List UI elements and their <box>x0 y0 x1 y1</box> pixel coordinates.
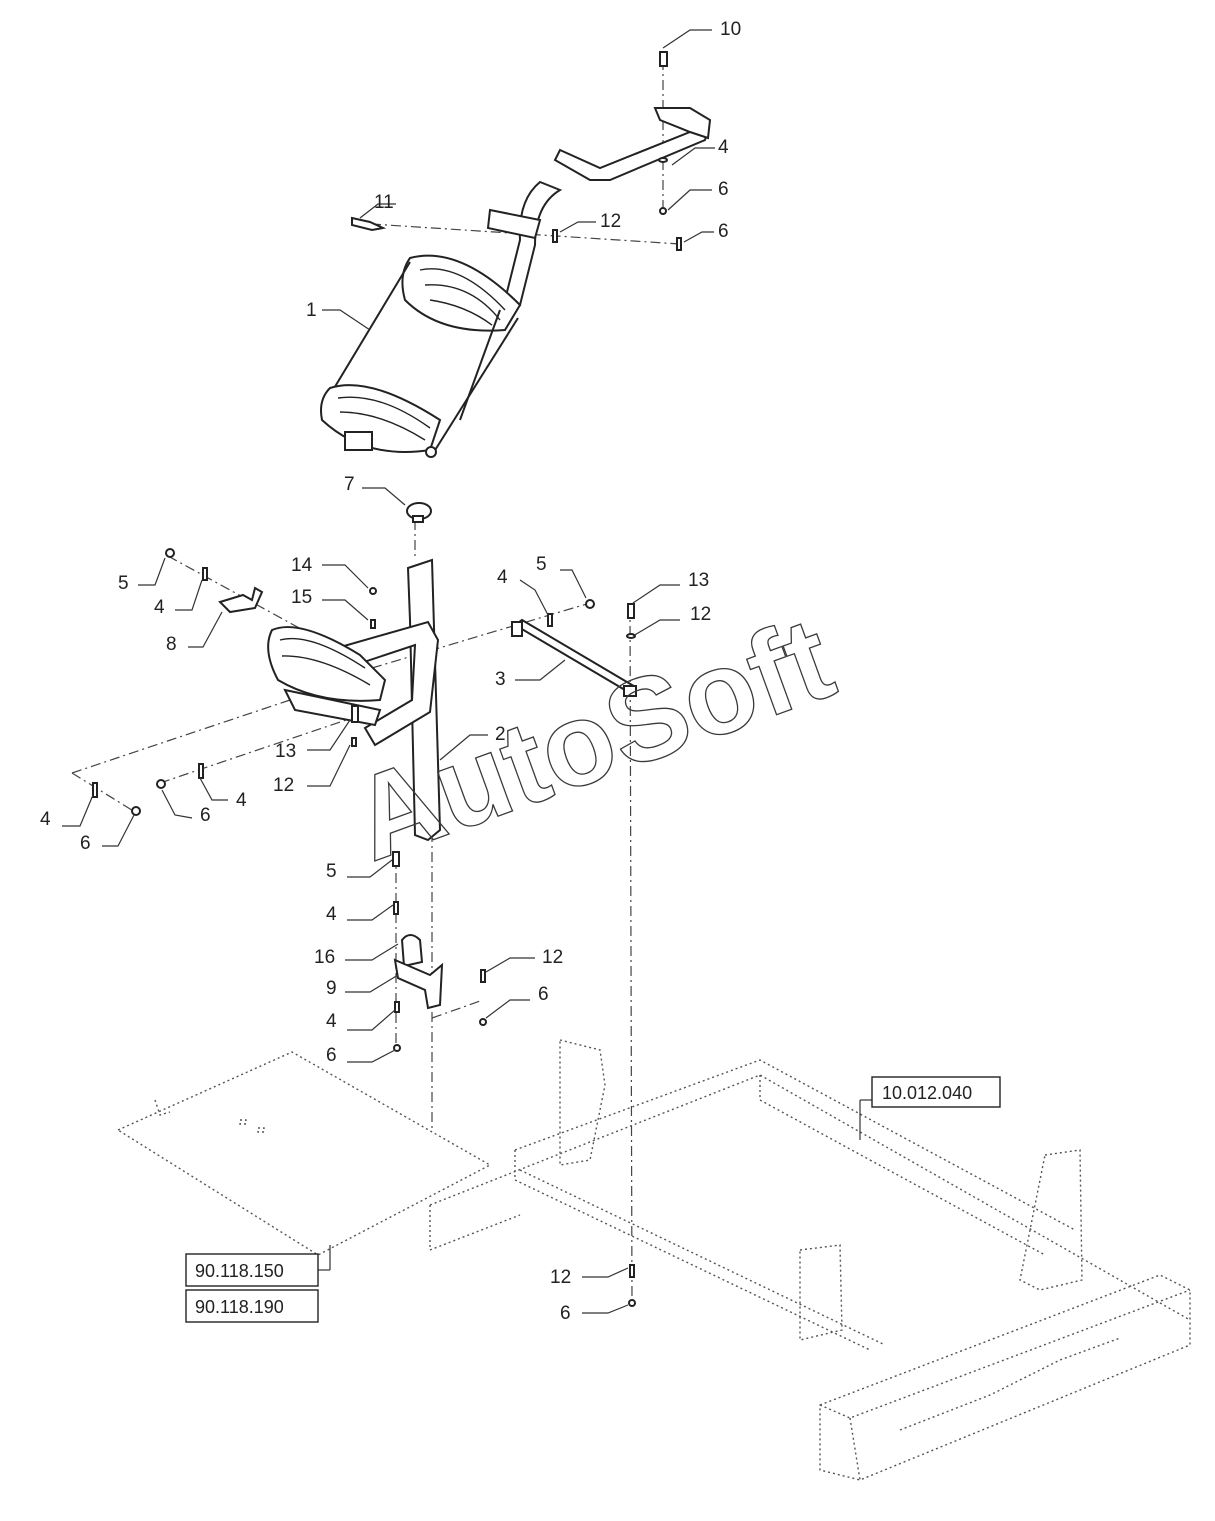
callout-label: 14 <box>291 555 313 576</box>
knob-part-7 <box>406 502 432 523</box>
callouts: 10 4 6 11 12 6 1 7 5 4 8 14 15 <box>40 19 741 1324</box>
callout-label: 3 <box>495 669 506 690</box>
callout-label: 16 <box>314 947 335 968</box>
callout-label: 6 <box>200 805 211 826</box>
callout-label: 4 <box>718 137 729 158</box>
callout-label: 5 <box>118 573 129 594</box>
callout-label: 13 <box>275 741 296 762</box>
plate-part-11 <box>351 216 387 232</box>
strap-part-3 <box>511 618 637 697</box>
callout-label: 12 <box>690 604 711 625</box>
ref-box-chassis <box>871 1076 1001 1108</box>
fasteners <box>92 51 682 1307</box>
callout-label: 10 <box>720 19 741 40</box>
callout-label: 6 <box>560 1303 571 1324</box>
callout-label: 6 <box>326 1045 337 1066</box>
ref-box-floor-2 <box>185 1289 319 1323</box>
bracket-part-8 <box>218 586 264 614</box>
callout-label: 15 <box>291 587 312 608</box>
callout-label: 4 <box>154 597 165 618</box>
callout-label: 2 <box>495 724 506 745</box>
ref-label-chassis: 10.012.040 <box>882 1083 972 1103</box>
callout-label: 9 <box>326 978 337 999</box>
callout-label: 4 <box>236 790 247 811</box>
callout-label: 11 <box>374 192 394 213</box>
reference-boxes: 10.012.040 90.118.150 90.118.190 <box>185 1076 1001 1323</box>
callout-label: 4 <box>497 567 508 588</box>
callout-label: 4 <box>40 809 51 830</box>
clamp-part-9 <box>393 934 444 1010</box>
ref-label-floor-1: 90.118.150 <box>195 1261 284 1281</box>
chassis-frame-reference <box>429 1039 1191 1481</box>
callout-label: 12 <box>550 1267 571 1288</box>
mounting-bracket-part-2 <box>267 558 442 842</box>
callout-label: 6 <box>80 833 91 854</box>
ref-label-floor-2: 90.118.190 <box>195 1297 284 1317</box>
callout-label: 7 <box>344 474 355 495</box>
callout-label: 5 <box>536 554 547 575</box>
callout-label: 12 <box>600 211 621 232</box>
ref-box-floor-1 <box>185 1253 319 1287</box>
floor-plate-reference <box>116 1051 492 1256</box>
callout-label: 12 <box>542 947 563 968</box>
callout-label: 1 <box>306 300 317 321</box>
callout-label: 4 <box>326 904 337 925</box>
callout-label: 13 <box>688 570 709 591</box>
callout-label: 6 <box>538 984 549 1005</box>
callout-label: 6 <box>718 179 729 200</box>
callout-label: 5 <box>326 861 337 882</box>
callout-label: 8 <box>166 634 177 655</box>
callout-label: 4 <box>326 1011 337 1032</box>
callout-label: 6 <box>718 221 729 242</box>
step-ladder-assembly <box>320 107 712 458</box>
callout-label: 12 <box>273 775 294 796</box>
